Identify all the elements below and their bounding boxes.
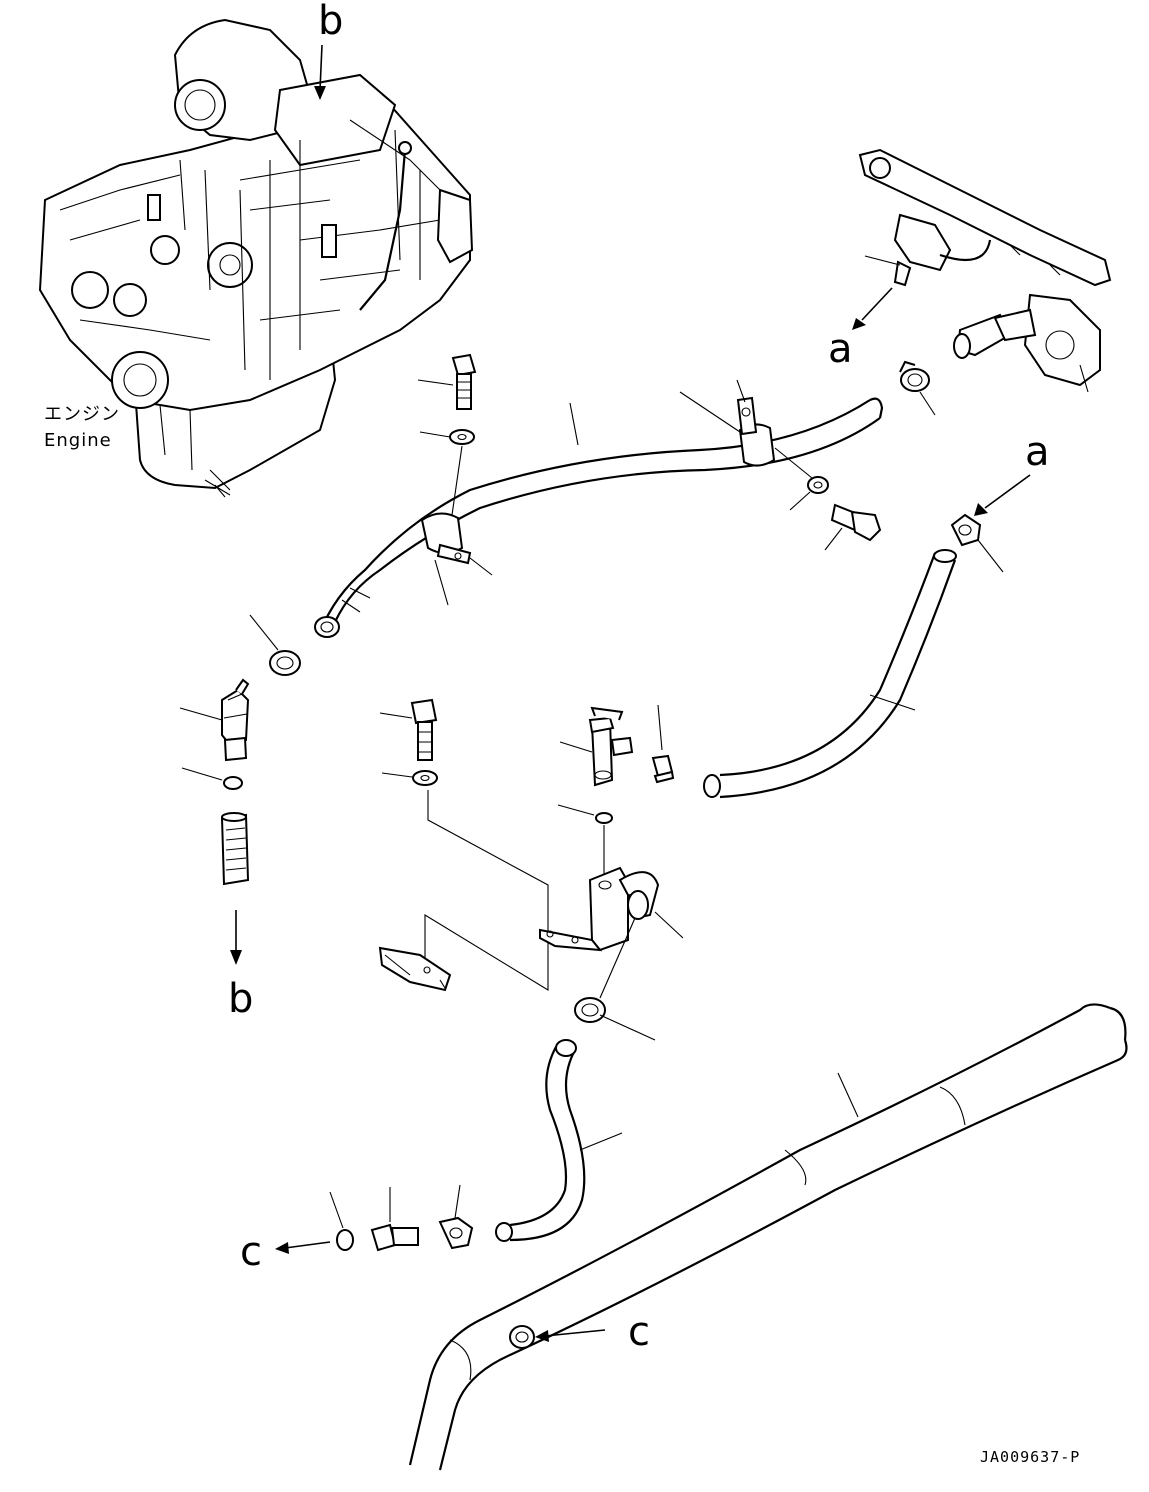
- mounting-plate-small: [378, 946, 452, 992]
- engine-label-jp: エンジン: [44, 404, 120, 425]
- ref-b-top-arrow: [319, 44, 323, 91]
- bolt-center: [410, 698, 438, 761]
- washer-center: [412, 770, 438, 786]
- hose-clamp-left: [269, 650, 301, 676]
- drain-valve-left: [221, 678, 250, 762]
- bolt-right-middle: [830, 503, 882, 542]
- upper-heater-hose: [314, 397, 884, 638]
- o-ring-left: [223, 776, 243, 790]
- washer-upper-middle: [449, 429, 475, 445]
- hose-support-bracket-left: [420, 512, 472, 565]
- engine-illustration: [38, 18, 474, 498]
- ref-b-bottom: b: [228, 976, 253, 1022]
- ref-c-left: c: [240, 1229, 262, 1275]
- ref-a-right: a: [1025, 429, 1050, 475]
- ref-a-top: a: [828, 326, 853, 372]
- lower-heater-hose: [495, 1039, 586, 1242]
- ref-a-right-arrow: [984, 474, 1031, 509]
- drawing-code: JA009637-P: [980, 1448, 1080, 1466]
- engine-label-en: Engine: [44, 430, 112, 451]
- hose-clamp-small-center: [651, 754, 675, 784]
- ref-a-top-arrow: [861, 287, 893, 321]
- hose-clamp-upper-right: [899, 360, 930, 392]
- long-bottom-hose: [408, 1003, 1128, 1471]
- valve-mount-bracket: [539, 866, 660, 952]
- hose-clamp-bottom: [438, 1216, 474, 1250]
- ref-c-left-arrow: [284, 1241, 331, 1249]
- hose-clamp-right: [950, 513, 982, 547]
- hose-clamp-lower-center: [574, 997, 606, 1023]
- washer-right-middle: [807, 476, 829, 494]
- ref-c-right: c: [628, 1309, 650, 1355]
- ref-b-top: b: [318, 0, 343, 44]
- hose-support-bracket-right: [736, 396, 776, 467]
- nipple-fitting: [370, 1223, 419, 1252]
- ref-c-right-arrow: [544, 1329, 606, 1337]
- o-ring-center: [595, 812, 613, 824]
- drain-valve-center: [588, 706, 634, 787]
- pipe-left: [220, 812, 250, 886]
- o-ring-bottom: [336, 1229, 354, 1251]
- right-heater-hose: [703, 549, 957, 799]
- bolt-upper-middle: [451, 353, 477, 410]
- manifold-illustration: [858, 148, 1112, 387]
